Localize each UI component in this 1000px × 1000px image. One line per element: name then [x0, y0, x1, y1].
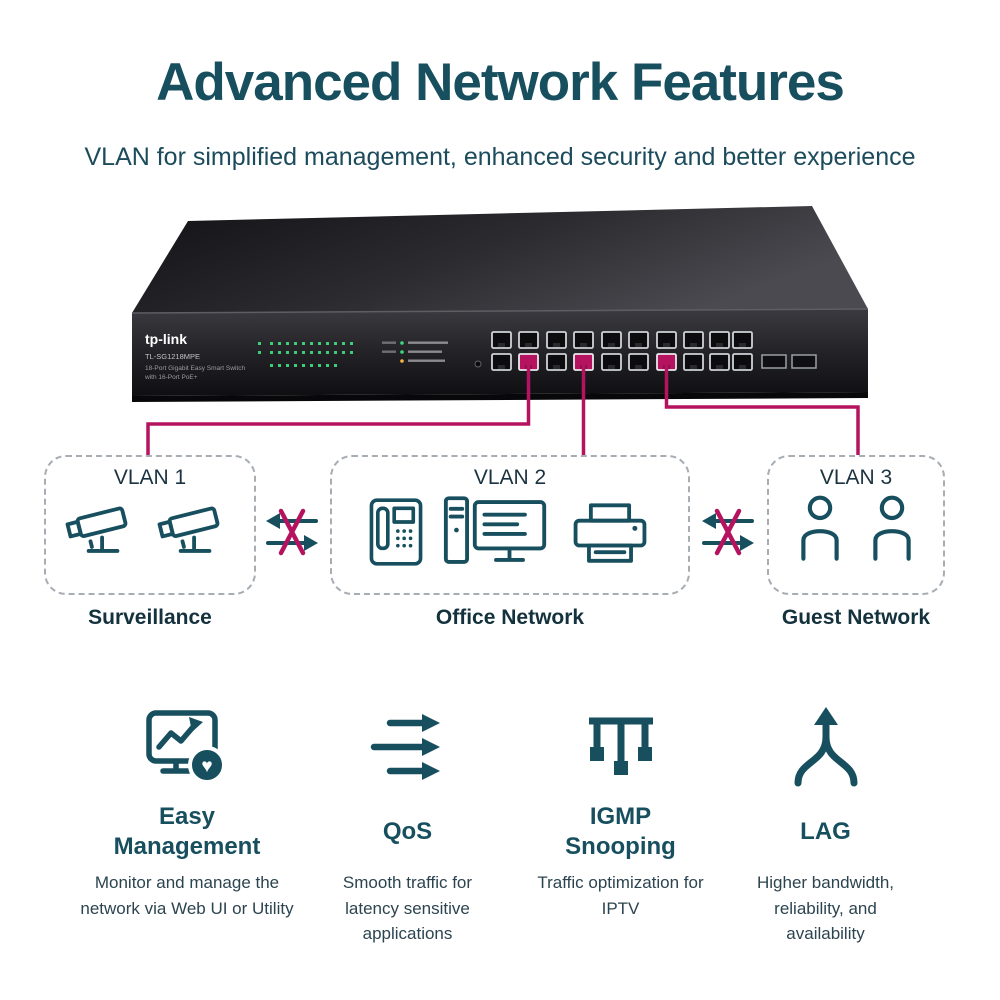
feature-easy-management: ♥ Easy Management Monitor and manage the… [62, 702, 312, 921]
vlan1-box: VLAN 1 [44, 455, 256, 595]
vlan2-caption: Office Network [435, 606, 585, 629]
vlan1-icons [46, 494, 254, 560]
tp-link-logo: tp-link [145, 331, 187, 347]
switch-desc-line2: with 16-Port PoE+ [144, 374, 198, 381]
feature-title: IGMP Snooping [565, 803, 676, 860]
feature-description: Higher bandwidth, reliability, and avail… [756, 873, 895, 943]
vlan2-label: VLAN 2 [473, 466, 547, 489]
switch-desc-line1: 18-Port Gigabit Easy Smart Switch [145, 365, 245, 372]
vlan3-caption: Guest Network [781, 606, 931, 629]
blocked-traffic-icon [266, 508, 318, 556]
vlan3-icons [769, 494, 943, 566]
reset-pinhole [474, 360, 482, 368]
desktop-computer-icon [443, 496, 547, 564]
vlan2-icons [332, 494, 688, 570]
feature-description: Smooth traffic for latency sensitive app… [342, 873, 473, 943]
vlan2-box: VLAN 2 [330, 455, 690, 595]
vlan3-box: VLAN 3 [767, 455, 945, 595]
vlan1-label: VLAN 1 [113, 466, 187, 489]
page-subtitle: VLAN for simplified management, enhanced… [84, 143, 916, 171]
vlan3-port [656, 353, 677, 371]
printer-icon [573, 503, 647, 563]
ip-phone-icon [369, 498, 423, 566]
feature-igmp-snooping: IGMP Snooping Traffic optimization for I… [518, 702, 723, 921]
feature-title: Easy Management [113, 803, 261, 860]
switch-top-face [132, 206, 868, 313]
vlan1-port [518, 353, 539, 371]
svg-text:♥: ♥ [201, 756, 212, 777]
vlan1-caption: Surveillance [88, 606, 212, 629]
led-legend [382, 341, 448, 363]
vlan3-label: VLAN 3 [819, 466, 893, 489]
feature-lag: LAG Higher bandwidth, reliability, and a… [718, 702, 933, 947]
person-icon [873, 495, 911, 561]
blocked-traffic-icon [702, 508, 754, 556]
easy-management-icon: ♥ [146, 710, 226, 784]
switch-image: tp-link TL-SG1218MPE 18-Port Gigabit Eas… [131, 206, 869, 402]
cctv-camera-icon [157, 506, 220, 553]
feature-description: Traffic optimization for IPTV [537, 873, 704, 918]
lag-icon [794, 707, 857, 787]
qos-icon [370, 714, 440, 780]
person-icon [801, 495, 839, 561]
switch-model: TL-SG1218MPE [145, 352, 200, 361]
feature-qos: QoS Smooth traffic for latency sensitive… [315, 702, 500, 947]
switch-front-face [132, 309, 868, 396]
page-title: Advanced Network Features [156, 53, 845, 112]
vlan2-port [573, 353, 594, 371]
igmp-snooping-icon [588, 717, 653, 775]
feature-title: QoS [382, 818, 433, 845]
feature-description: Monitor and manage the network via Web U… [80, 873, 294, 918]
switch-bezel-edge [131, 308, 869, 314]
cctv-camera-icon [65, 506, 128, 553]
feature-title: LAG [800, 818, 851, 845]
